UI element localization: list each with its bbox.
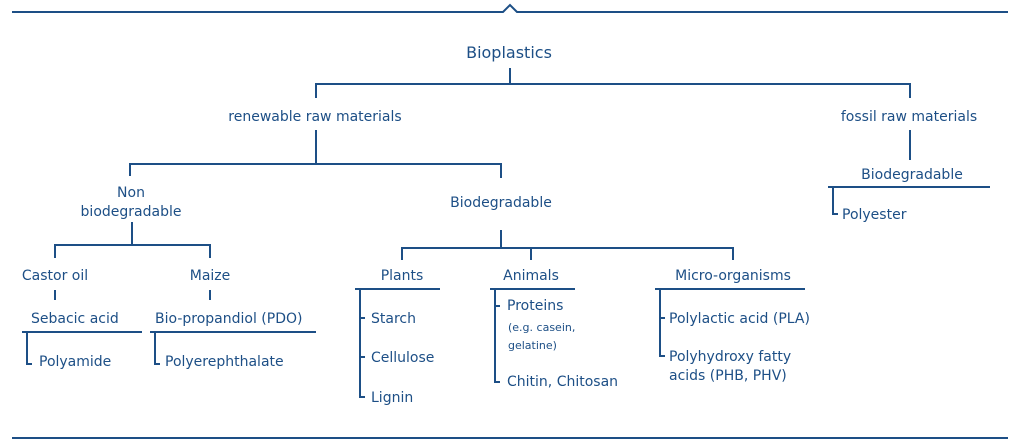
node-proteins-note-1: (e.g. casein,: [508, 321, 576, 334]
node-polyerephthalate: Polyerephthalate: [165, 354, 284, 370]
node-animals: Animals: [503, 268, 559, 284]
node-polylactic-acid: Polylactic acid (PLA): [669, 311, 810, 327]
node-fossil-biodegradable: Biodegradable: [861, 167, 963, 183]
node-lignin: Lignin: [371, 390, 414, 406]
node-starch: Starch: [371, 311, 416, 327]
node-chitin-chitosan: Chitin, Chitosan: [507, 374, 619, 390]
root-node-bioplastics: Bioplastics: [466, 43, 552, 62]
node-sebacic-acid: Sebacic acid: [31, 311, 119, 327]
node-renewable-raw-materials: renewable raw materials: [228, 109, 402, 125]
node-polyhydroxy-line2: acids (PHB, PHV): [669, 368, 787, 384]
node-plants: Plants: [380, 268, 424, 284]
node-non-biodegradable-line2: biodegradable: [80, 204, 182, 220]
node-maize: Maize: [189, 268, 231, 284]
node-micro-organisms: Micro-organisms: [675, 268, 791, 284]
node-cellulose: Cellulose: [371, 350, 435, 366]
node-proteins: Proteins: [507, 298, 564, 314]
node-proteins-note-2: gelatine): [508, 339, 557, 352]
node-biodegradable: Biodegradable: [450, 195, 552, 211]
node-non-biodegradable-line1: Non: [117, 185, 145, 201]
node-fossil-raw-materials: fossil raw materials: [840, 109, 978, 125]
node-polyhydroxy-line1: Polyhydroxy fatty: [669, 349, 792, 365]
node-castor-oil: Castor oil: [21, 268, 89, 284]
node-polyester: Polyester: [842, 207, 907, 223]
node-polyamide: Polyamide: [39, 354, 112, 370]
node-bio-propandiol: Bio-propandiol (PDO): [155, 311, 303, 327]
